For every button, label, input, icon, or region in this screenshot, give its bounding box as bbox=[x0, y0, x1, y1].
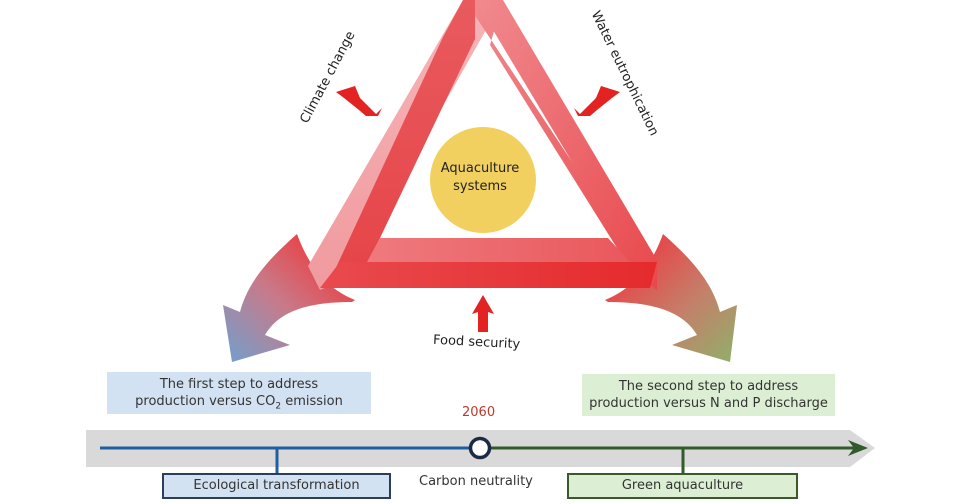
triangle-bottom-bar bbox=[320, 262, 657, 288]
aquaculture-circle bbox=[430, 127, 536, 233]
triangle-right-bar bbox=[470, 0, 657, 290]
green-aquaculture-box: Green aquaculture bbox=[567, 473, 798, 499]
co2-subscript: 2 bbox=[275, 401, 282, 412]
second-step-box: The second step to address production ve… bbox=[582, 374, 835, 416]
center-label-line1: Aquaculture bbox=[440, 161, 520, 176]
right-curved-arrow bbox=[605, 234, 737, 362]
first-step-line2: production versus CO2 emission bbox=[107, 393, 371, 416]
triangle-right-outer bbox=[475, 0, 657, 290]
ecological-transformation-box: Ecological transformation bbox=[162, 473, 391, 499]
impossible-triangle bbox=[308, 0, 657, 290]
food-security-arrow bbox=[472, 295, 494, 332]
eutrophication-arrow bbox=[574, 86, 620, 116]
first-step-text-end: emission bbox=[281, 394, 343, 409]
triangle-inner-left bbox=[327, 0, 475, 287]
year-label: 2060 bbox=[462, 405, 496, 420]
first-step-text: production versus CO bbox=[135, 394, 276, 409]
carbon-neutrality-marker bbox=[468, 436, 492, 460]
timeline-arrowhead bbox=[848, 440, 868, 456]
left-curved-arrow bbox=[223, 234, 355, 362]
first-step-box: The first step to address production ver… bbox=[107, 372, 371, 414]
carbon-neutrality-label: Carbon neutrality bbox=[419, 474, 533, 489]
climate-change-arrow bbox=[336, 86, 382, 116]
second-step-line2: production versus N and P discharge bbox=[589, 396, 828, 411]
first-step-line1: The first step to address bbox=[159, 377, 319, 392]
center-label-line2: systems bbox=[453, 179, 507, 194]
center-label: Aquaculture systems bbox=[430, 160, 530, 196]
triangle-bottom-inner bbox=[367, 238, 630, 262]
second-step-line1: The second step to address bbox=[618, 379, 799, 394]
